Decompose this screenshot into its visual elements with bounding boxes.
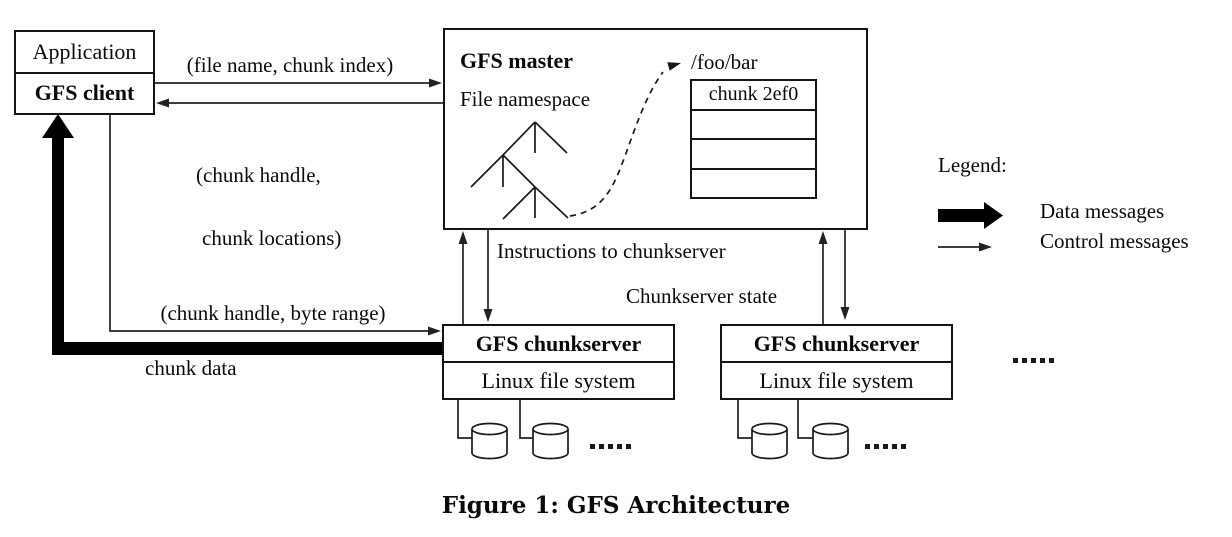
byte-range-arrow-line: [109, 115, 429, 332]
chunkserver-title: GFS chunkserver: [722, 326, 951, 363]
arrowhead-up-icon: [818, 231, 828, 244]
instructions-label: Instructions to chunkserver: [497, 239, 726, 263]
arrowhead-down-icon: [483, 309, 493, 322]
linux-fs-label: Linux file system: [481, 367, 636, 393]
chunk-handle-locations-label: (chunk handle, chunk locations): [196, 123, 341, 291]
chunk-table-row: chunk 2ef0: [692, 81, 815, 111]
arrowhead-right-icon: [979, 242, 992, 252]
disks: [471, 422, 849, 460]
file-path-label: /foo/bar: [691, 50, 758, 74]
chunk-handle-line2: chunk locations): [202, 226, 342, 250]
disk-cylinder-icon: [751, 422, 788, 460]
master-box: GFS master File namespace /foo/bar chunk…: [443, 28, 868, 230]
chunkserver-box-2: GFS chunkserver Linux file system: [720, 324, 953, 400]
application-label: Application: [16, 32, 153, 74]
file-name-chunk-index-label: (file name, chunk index): [186, 53, 394, 77]
namespace-lookup-curve: [569, 71, 664, 217]
legend-control-label: Control messages: [1040, 229, 1189, 253]
linux-fs-label: Linux file system: [759, 367, 914, 393]
ellipsis-dots-icon: [865, 444, 906, 449]
chunkserver-title: GFS chunkserver: [444, 326, 673, 363]
chunkserver-box-1: GFS chunkserver Linux file system: [442, 324, 675, 400]
legend-data-label: Data messages: [1040, 199, 1165, 223]
client-box: Application GFS client: [14, 30, 155, 115]
legend-data-arrow: [938, 202, 1003, 229]
legend-data-arrow-shaft: [938, 209, 984, 222]
chunk-table-row: [692, 170, 815, 198]
arrowhead-up-icon: [458, 231, 468, 244]
control-arrows: [109, 82, 979, 332]
arrowhead-right-icon: [428, 326, 441, 336]
arrowhead-right-icon: [667, 62, 681, 71]
chunkserver-state-label: Chunkserver state: [626, 284, 778, 308]
control-arrowheads: [156, 78, 992, 336]
arrowhead-right-icon: [429, 78, 442, 88]
arrowhead-down-icon: [840, 307, 850, 320]
master-title: GFS master: [460, 48, 574, 73]
namespace-tree-icon: [470, 121, 569, 220]
gfs-client-label: GFS client: [34, 80, 135, 106]
chunk-data-label: chunk data: [145, 356, 237, 380]
chunk-handle-line1: (chunk handle,: [196, 163, 321, 187]
arrowhead-right-icon: [984, 202, 1003, 229]
disk-connectors: [457, 400, 813, 439]
disk-cylinder-icon: [471, 422, 508, 460]
data-arrow-chunk-data: [42, 114, 442, 355]
legend-title: Legend:: [938, 153, 1007, 177]
arrowhead-left-icon: [156, 98, 169, 108]
arrowhead-up-icon: [42, 114, 74, 138]
file-namespace-label: File namespace: [460, 87, 591, 111]
chunk-table-row: [692, 140, 815, 170]
chunk-table-row: [692, 111, 815, 140]
ellipsis-groups: [590, 358, 1054, 449]
ellipsis-dots-icon: [1013, 358, 1054, 363]
disk-cylinder-icon: [532, 422, 569, 460]
disk-cylinder-icon: [812, 422, 849, 460]
ellipsis-dots-icon: [590, 444, 631, 449]
figure-caption: Figure 1: GFS Architecture: [441, 492, 791, 519]
chunk-handle-byte-range-label: (chunk handle, byte range): [160, 301, 386, 325]
chunk-table: chunk 2ef0: [690, 79, 817, 199]
